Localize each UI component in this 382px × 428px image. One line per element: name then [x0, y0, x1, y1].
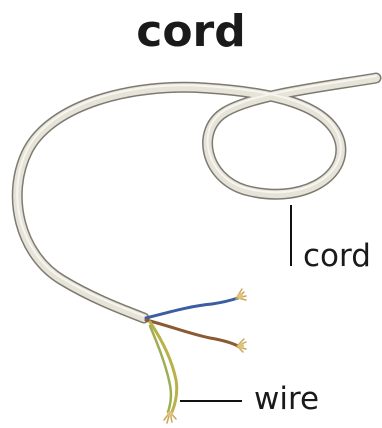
- wire-blue: [146, 298, 238, 318]
- cord-label: cord: [303, 238, 371, 274]
- wire-label: wire: [254, 381, 319, 417]
- inner-wires: [146, 298, 238, 412]
- power-cord: [17, 76, 376, 318]
- leader-lines: [180, 205, 291, 401]
- strand-tip-brown: [237, 339, 246, 352]
- strand-tip-blue: [236, 289, 246, 300]
- wire-brown: [146, 320, 238, 346]
- strand-tip-yellow-green: [164, 411, 176, 423]
